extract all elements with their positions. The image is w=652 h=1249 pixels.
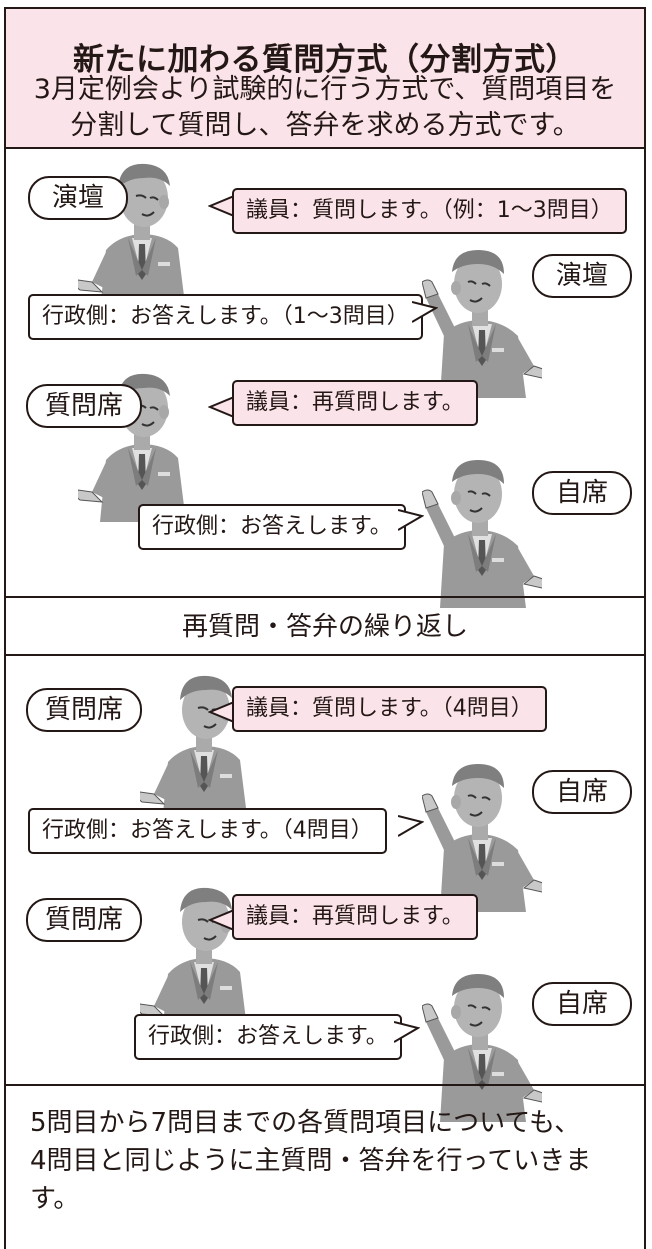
speech-tail [208, 396, 234, 418]
speech-bubble: 行政側：お答えします。（4問目） [28, 808, 387, 854]
footer-note: 5問目から7問目までの各質問項目についても、 4問目と同じように主質問・答弁を行… [30, 1104, 630, 1218]
speech-bubble: 議員：質問します。（例：1～3問目） [232, 188, 627, 234]
speech-tail [394, 1021, 420, 1043]
place-label: 質問席 [26, 688, 142, 732]
description-line: 3月定例会より試験的に行う方式で、質問項目を [33, 74, 617, 105]
speech-tail [398, 509, 424, 531]
description-line: 分割して質問し、答弁を求める方式です。 [70, 110, 580, 141]
header-panel: 新たに加わる質問方式（分割方式） 3月定例会より試験的に行う方式で、質問項目を … [6, 9, 644, 149]
footer-line: す。 [30, 1184, 80, 1214]
header-description: 3月定例会より試験的に行う方式で、質問項目を 分割して質問し、答弁を求める方式で… [6, 72, 644, 144]
official-figure [422, 962, 542, 1122]
page-title: 新たに加わる質問方式（分割方式） [73, 42, 577, 78]
speech-bubble: 行政側：お答えします。 [138, 504, 406, 550]
place-label: 演壇 [28, 176, 128, 220]
place-label: 自席 [532, 982, 632, 1026]
speech-tail [398, 815, 424, 837]
speech-tail [412, 301, 438, 323]
repeat-label: 再質問・答弁の繰り返し [181, 612, 468, 642]
diagram-frame [4, 7, 646, 1249]
speech-bubble: 行政側：お答えします。 [134, 1014, 402, 1060]
place-label: 演壇 [532, 254, 632, 298]
divider [6, 654, 644, 656]
divider [6, 596, 644, 598]
place-label: 自席 [532, 471, 632, 515]
place-label: 自席 [532, 770, 632, 814]
speech-tail [208, 909, 234, 931]
official-figure [422, 238, 542, 398]
speech-tail [208, 701, 234, 723]
speech-tail [208, 195, 234, 217]
speech-bubble: 議員：再質問します。 [232, 894, 478, 940]
speech-bubble: 議員：質問します。（4問目） [232, 686, 547, 732]
speech-bubble: 行政側：お答えします。（1～3問目） [28, 294, 423, 340]
place-label: 質問席 [26, 384, 142, 428]
footer-line: 4問目と同じように主質問・答弁を行っていきま [30, 1146, 592, 1176]
official-figure [422, 752, 542, 912]
place-label: 質問席 [26, 898, 142, 942]
footer-line: 5問目から7問目までの各質問項目についても、 [30, 1108, 581, 1138]
divider [6, 1084, 644, 1086]
speech-bubble: 議員：再質問します。 [232, 380, 478, 426]
official-figure [422, 448, 542, 608]
